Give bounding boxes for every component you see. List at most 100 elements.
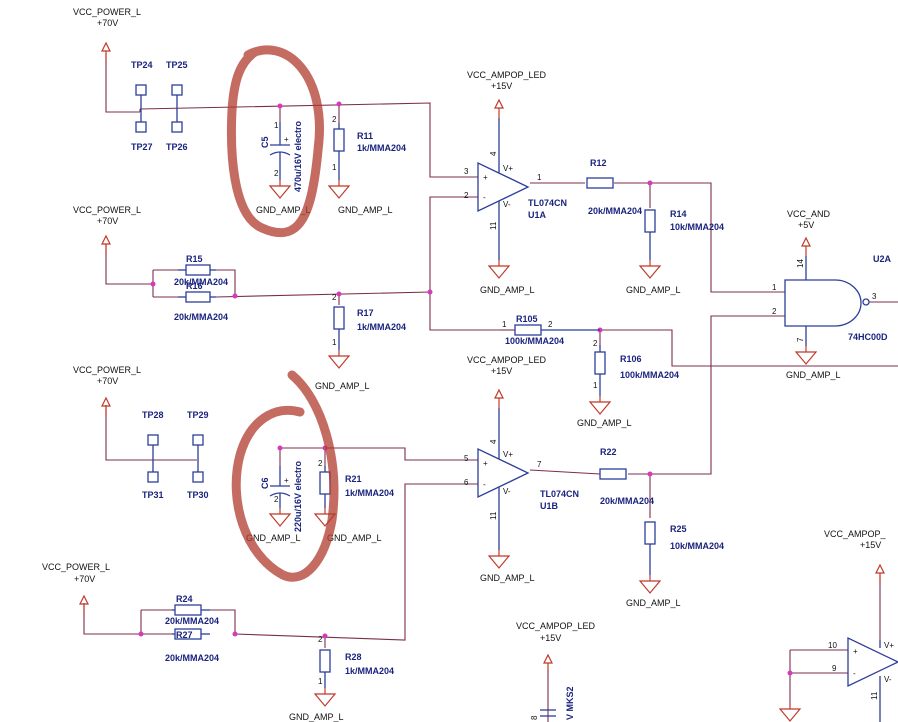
svg-text:9: 9 — [832, 664, 837, 673]
svg-text:GND_AMP_L: GND_AMP_L — [289, 712, 344, 722]
svg-text:+: + — [853, 647, 858, 656]
highlight-circle-c6 — [231, 370, 339, 582]
svg-text:VCC_POWER_L: VCC_POWER_L — [73, 365, 141, 375]
svg-text:V-: V- — [503, 487, 511, 496]
svg-text:+15V: +15V — [491, 81, 512, 91]
svg-text:-: - — [483, 480, 486, 489]
resistor-r22: R22 20k/MMA204 — [599, 447, 654, 506]
svg-text:20k/MMA204: 20k/MMA204 — [165, 616, 219, 626]
svg-text:TL074CN: TL074CN — [540, 489, 579, 499]
capacitor-c6: 2 + C6 220u/16V electro — [260, 460, 303, 532]
svg-text:GND_AMP_L: GND_AMP_L — [338, 205, 393, 215]
svg-text:V-: V- — [503, 200, 511, 209]
svg-text:1: 1 — [332, 338, 337, 347]
svg-text:11: 11 — [489, 221, 498, 230]
opamp-u1b: 5 6 7 4 11 + - V+ V- TL074CN U1B — [464, 408, 579, 550]
svg-text:VCC_POWER_L: VCC_POWER_L — [73, 7, 141, 17]
partial-component-mks2: 8 V MKS2 — [530, 686, 575, 720]
svg-text:1: 1 — [537, 173, 542, 182]
capacitor-c5: 1 2 + C5 470u/16V electro — [260, 120, 303, 192]
junction-dots — [138, 101, 793, 676]
svg-text:10: 10 — [828, 641, 837, 650]
svg-text:TP30: TP30 — [187, 490, 209, 500]
resistor-r14: R14 10k/MMA204 — [644, 209, 724, 260]
svg-text:2: 2 — [772, 307, 777, 316]
svg-text:1: 1 — [332, 163, 337, 172]
power-symbols: VCC_POWER_L +70V VCC_POWER_L +70V VCC_PO… — [42, 7, 887, 674]
svg-text:+: + — [483, 459, 488, 468]
svg-text:R14: R14 — [670, 209, 687, 219]
svg-text:V+: V+ — [503, 164, 513, 173]
svg-text:VCC_AMPOP_LED: VCC_AMPOP_LED — [516, 621, 596, 631]
resistor-r17: 2 1 R17 1k/MMA204 — [332, 293, 406, 350]
svg-text:R24: R24 — [176, 594, 193, 604]
resistor-r24: R24 20k/MMA204 — [165, 594, 219, 626]
resistor-r25: R25 10k/MMA204 — [644, 521, 724, 575]
svg-text:TP28: TP28 — [142, 410, 164, 420]
svg-text:1: 1 — [593, 381, 598, 390]
svg-text:R17: R17 — [357, 308, 374, 318]
svg-text:+5V: +5V — [798, 220, 814, 230]
svg-text:100k/MMA204: 100k/MMA204 — [620, 370, 679, 380]
svg-text:V+: V+ — [503, 450, 513, 459]
svg-text:V-: V- — [884, 675, 892, 684]
svg-text:+: + — [483, 173, 488, 182]
svg-text:1k/MMA204: 1k/MMA204 — [345, 666, 394, 676]
svg-text:VCC_AMPOP_: VCC_AMPOP_ — [824, 529, 887, 539]
svg-text:20k/MMA204: 20k/MMA204 — [600, 496, 654, 506]
svg-text:R15: R15 — [186, 254, 203, 264]
svg-text:VCC_POWER_L: VCC_POWER_L — [42, 562, 110, 572]
svg-text:VCC_AND: VCC_AND — [787, 209, 831, 219]
svg-text:2: 2 — [593, 339, 598, 348]
resistor-r27: R27 20k/MMA204 — [165, 628, 219, 663]
svg-text:R12: R12 — [590, 158, 607, 168]
svg-text:U2A: U2A — [873, 254, 892, 264]
svg-text:1k/MMA204: 1k/MMA204 — [357, 143, 406, 153]
svg-text:R11: R11 — [357, 131, 373, 141]
svg-text:TP25: TP25 — [166, 60, 188, 70]
svg-text:TP29: TP29 — [187, 410, 209, 420]
svg-text:1: 1 — [274, 121, 279, 130]
svg-text:1k/MMA204: 1k/MMA204 — [357, 322, 406, 332]
svg-text:10k/MMA204: 10k/MMA204 — [670, 222, 724, 232]
svg-text:2: 2 — [318, 635, 323, 644]
svg-text:TP24: TP24 — [131, 60, 153, 70]
svg-text:+15V: +15V — [491, 366, 512, 376]
svg-text:11: 11 — [489, 511, 498, 520]
svg-text:100k/MMA204: 100k/MMA204 — [505, 336, 564, 346]
svg-text:R22: R22 — [600, 447, 617, 457]
highlight-annotations — [226, 45, 339, 582]
opamp-u1a: 3 2 1 4 11 + - V+ V- TL074CN U1A — [464, 118, 567, 260]
svg-text:20k/MMA204: 20k/MMA204 — [165, 653, 219, 663]
svg-text:GND_AMP_L: GND_AMP_L — [577, 418, 632, 428]
highlight-circle-c5 — [226, 45, 324, 238]
svg-text:GND_AMP_L: GND_AMP_L — [626, 285, 681, 295]
svg-text:6: 6 — [464, 478, 469, 487]
svg-text:+70V: +70V — [74, 574, 95, 584]
svg-text:R106: R106 — [620, 354, 642, 364]
svg-text:2: 2 — [332, 115, 337, 124]
svg-text:C6: C6 — [260, 477, 270, 489]
svg-text:7: 7 — [796, 337, 805, 342]
svg-text:VCC_POWER_L: VCC_POWER_L — [73, 205, 141, 215]
svg-text:220u/16V electro: 220u/16V electro — [293, 460, 303, 532]
svg-text:TL074CN: TL074CN — [528, 198, 567, 208]
svg-text:V MKS2: V MKS2 — [565, 686, 575, 720]
ground-symbols: GND_AMP_L GND_AMP_L GND_AMP_L GND_AMP_L … — [246, 179, 841, 722]
resistor-r105: 1 2 R105 100k/MMA204 — [502, 314, 600, 346]
svg-text:+70V: +70V — [97, 376, 118, 386]
svg-text:+: + — [284, 476, 289, 485]
svg-text:4: 4 — [489, 151, 498, 156]
svg-text:5: 5 — [464, 454, 469, 463]
svg-text:1: 1 — [502, 320, 507, 329]
svg-text:-: - — [483, 193, 486, 202]
svg-text:GND_AMP_L: GND_AMP_L — [246, 533, 301, 543]
svg-text:20k/MMA204: 20k/MMA204 — [588, 206, 642, 216]
svg-text:10k/MMA204: 10k/MMA204 — [670, 541, 724, 551]
svg-text:8: 8 — [530, 715, 539, 720]
svg-text:7: 7 — [537, 460, 542, 469]
resistor-r106: 2 1 R106 100k/MMA204 — [593, 339, 679, 396]
svg-text:-: - — [853, 669, 856, 678]
nand-gate-u2a: 1 2 3 14 7 U2A 74HC00D — [772, 254, 892, 346]
